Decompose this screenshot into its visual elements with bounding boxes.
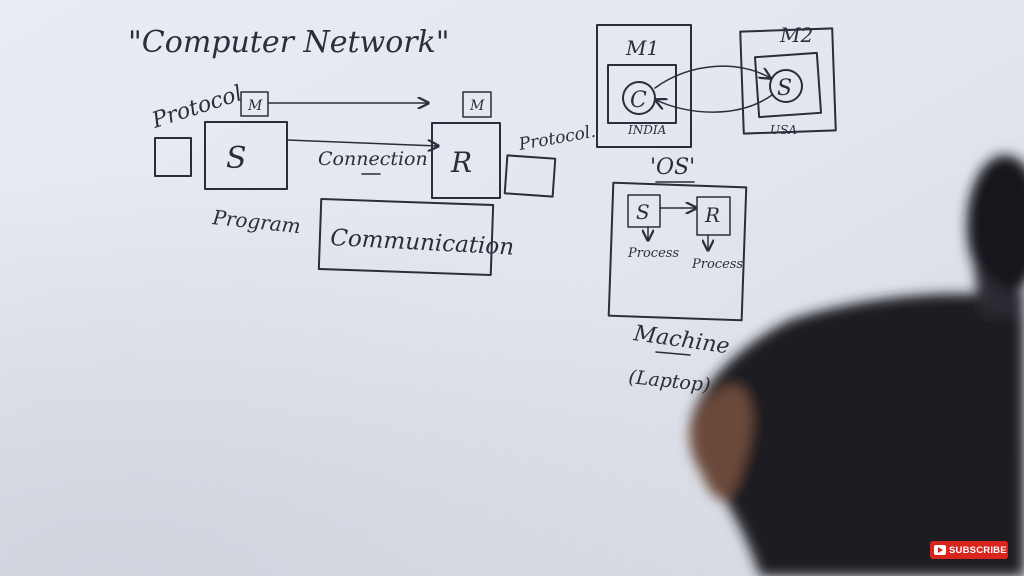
message-right-label: M — [469, 98, 485, 114]
connection-label: Connection — [318, 148, 428, 170]
receiver-label: R — [450, 146, 472, 179]
link-lower-curve — [656, 94, 773, 113]
os-receiver-label: R — [704, 203, 720, 227]
machine2-frame — [739, 27, 837, 135]
message-box-left — [240, 91, 269, 117]
connection-arrow — [286, 139, 438, 146]
sender-box — [204, 121, 288, 190]
machine1-frame — [596, 24, 692, 148]
machine2-inner-box — [753, 51, 823, 119]
sender-label: S — [226, 141, 247, 176]
message-left-label: M — [247, 98, 263, 114]
protocol-box-right — [503, 154, 557, 198]
machine2-node-circle — [769, 69, 803, 103]
presenter-silhouette — [689, 155, 1024, 576]
machine1-node-label: C — [630, 88, 647, 113]
machine2-node-label: S — [777, 76, 792, 101]
machine1-inner-box — [607, 64, 677, 124]
subscribe-button[interactable]: SUBSCRIBE — [930, 541, 1008, 559]
protocol-box-left — [154, 137, 192, 177]
network-diagram: M1 C INDIA M2 S USA — [596, 23, 837, 148]
machine-frame — [607, 181, 748, 322]
process-right-label: Process — [691, 257, 743, 272]
youtube-play-icon — [934, 545, 946, 555]
machine2-label: M2 — [779, 23, 813, 47]
os-sender-label: S — [636, 200, 650, 224]
os-label: 'OS' — [650, 155, 695, 180]
machine-underline — [655, 351, 691, 356]
receiver-box — [431, 122, 501, 199]
process-left-label: Process — [627, 246, 679, 261]
machine1-location: INDIA — [627, 123, 667, 137]
os-receiver-box — [696, 196, 731, 236]
link-upper-curve — [654, 65, 770, 89]
communication-box — [317, 198, 495, 276]
os-sender-box — [627, 194, 661, 228]
board-title: "Computer Network" — [128, 25, 450, 60]
machine2-location: USA — [770, 123, 797, 137]
machine1-label: M1 — [625, 36, 659, 60]
subscribe-label: SUBSCRIBE — [949, 544, 1007, 556]
message-box-right — [462, 91, 492, 118]
